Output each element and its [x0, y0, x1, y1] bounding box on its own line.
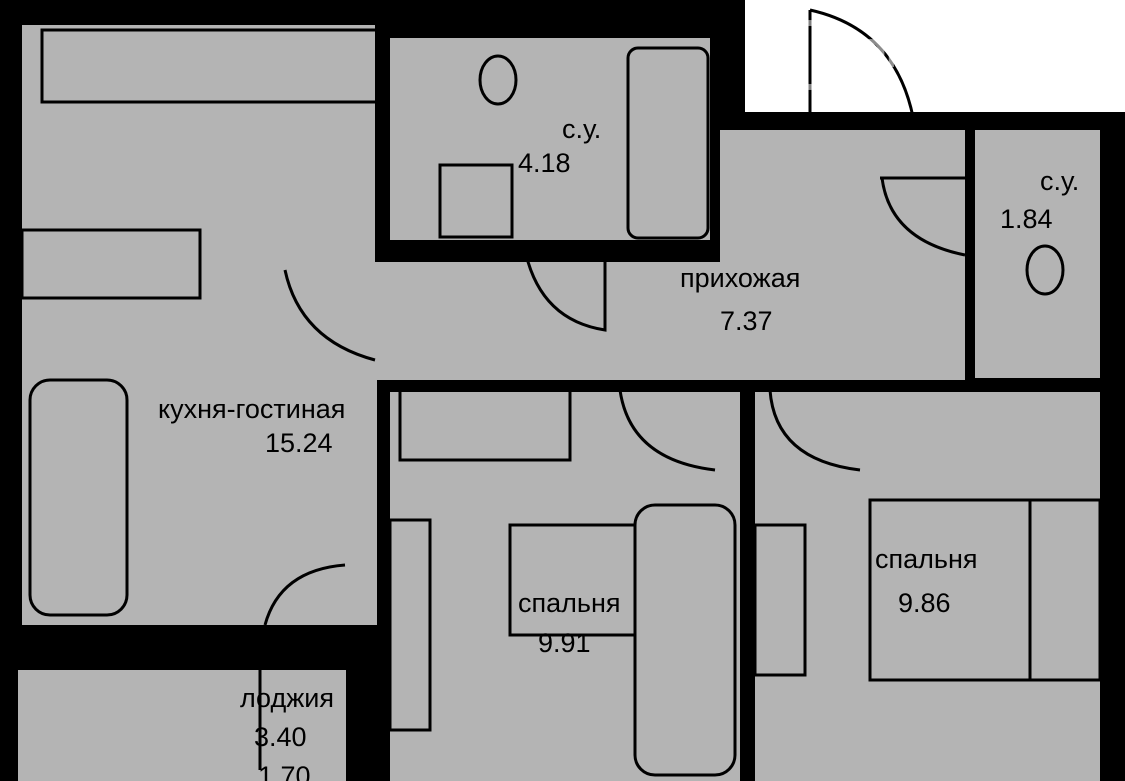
watermark: ONREALT НЕДВИЖИМОСТЬ	[775, 20, 1059, 96]
outside-area	[745, 0, 1125, 112]
kitchen-living-area: 15.24	[265, 428, 333, 458]
wc-label: с.у.	[1040, 166, 1079, 196]
dining-table	[20, 228, 202, 300]
wc-door	[880, 176, 966, 257]
wc-area: 1.84	[1000, 204, 1053, 234]
loggia-label: лоджия	[240, 683, 334, 713]
room-wc	[975, 130, 1100, 378]
hallway-label: прихожая	[680, 263, 800, 293]
room-bathroom	[390, 38, 710, 240]
rug	[508, 523, 637, 637]
kitchen-counter	[40, 28, 384, 104]
sofa	[28, 378, 129, 617]
watermark-brand: ONREALT	[855, 32, 1045, 76]
sofa-bed	[633, 503, 737, 777]
washing-machine	[438, 163, 514, 239]
bathtub	[626, 46, 710, 240]
bathroom-label: с.у.	[562, 114, 601, 144]
room-loggia	[18, 670, 346, 781]
doors-upper	[283, 249, 607, 362]
entrance-door	[808, 8, 917, 130]
desk-2	[753, 523, 807, 677]
bathroom-area: 4.18	[518, 148, 571, 178]
loggia-door	[258, 563, 346, 770]
loggia-area: 3.40	[254, 722, 307, 752]
hallway-area: 7.37	[720, 306, 773, 336]
toilet-wc	[1025, 244, 1065, 296]
wardrobe	[398, 388, 572, 462]
bedroom-2-label: спальня	[875, 544, 978, 574]
bedroom-doors	[618, 389, 861, 472]
watermark-subtitle: НЕДВИЖИМОСТЬ	[858, 79, 1059, 96]
desk	[388, 518, 432, 732]
room-bedroom-2	[755, 392, 1100, 781]
room-kitchen-lower	[22, 380, 377, 625]
bedroom-2-area: 9.86	[898, 588, 951, 618]
room-kitchen-living-hallway	[22, 25, 965, 380]
bedroom-1-label: спальня	[518, 588, 621, 618]
toilet	[478, 54, 518, 106]
bed-cover	[868, 498, 1032, 682]
bedroom-1-area: 9.91	[538, 628, 591, 658]
loggia-area-secondary: 1.70	[258, 761, 311, 781]
room-bedroom-1	[390, 392, 740, 781]
kitchen-living-label: кухня-гостиная	[158, 394, 345, 424]
